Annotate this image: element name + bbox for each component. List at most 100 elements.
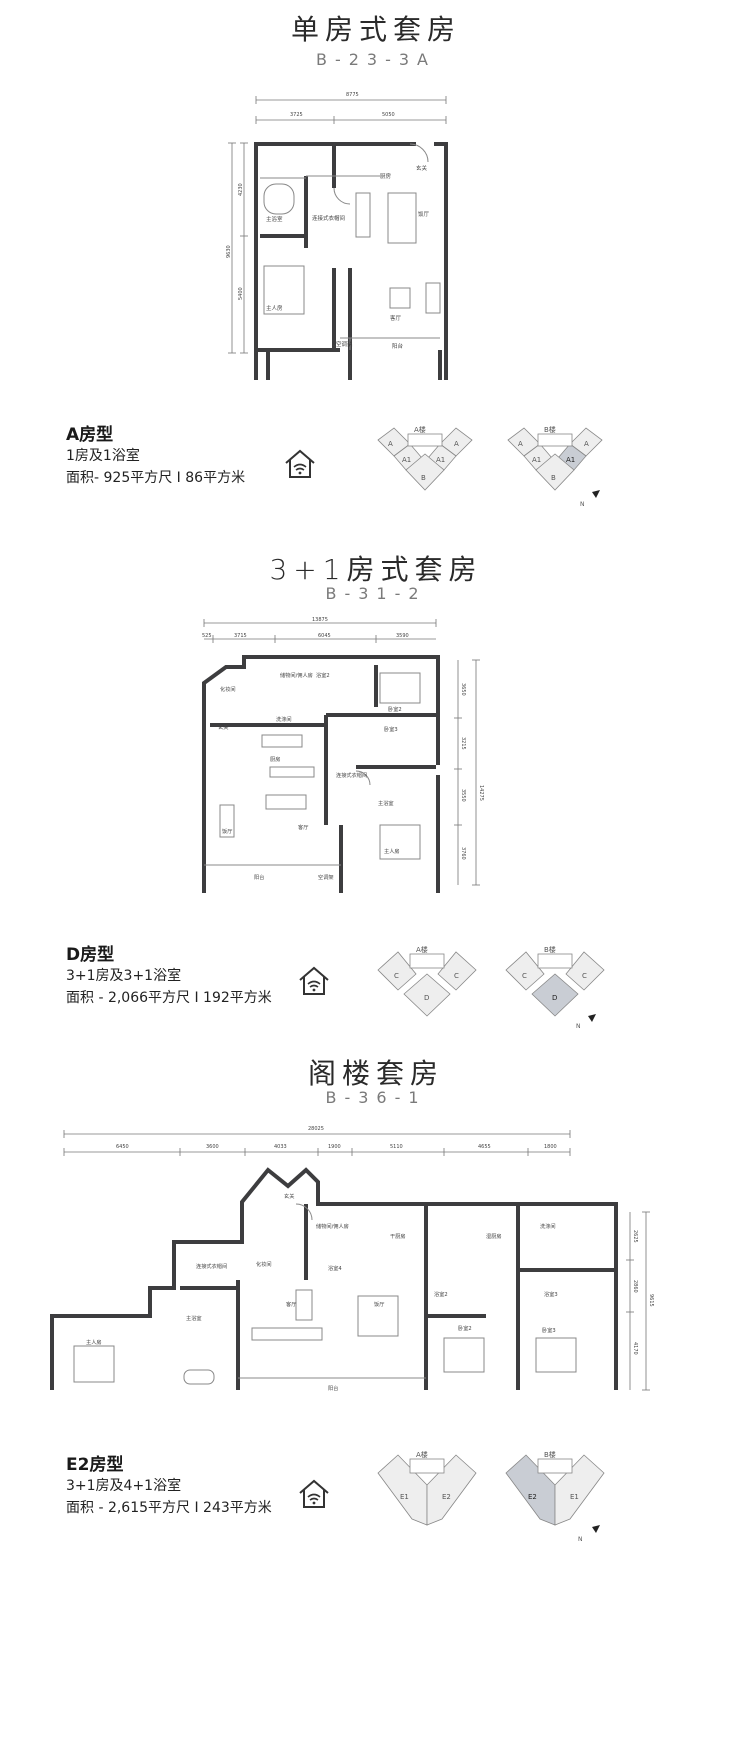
room-bed3: 卧室3: [384, 725, 398, 733]
keyplan-d-tower-b: B楼 C C D N: [500, 940, 610, 1034]
room-bath4: 浴室4: [328, 1264, 342, 1272]
room-laundry: 洗涤间: [540, 1222, 556, 1230]
floorplan-e2: 28025 6450 3600 4033 1900 5110 4655 1800…: [46, 1120, 656, 1420]
room-bed2: 卧室2: [388, 705, 402, 713]
dim-total: 8775: [346, 92, 359, 98]
smart-home-wifi-icon: [297, 1478, 331, 1514]
section-title-3: 阁楼套房: [307, 1057, 444, 1090]
dim-side-top: 4230: [238, 183, 244, 196]
room-dining: 饭厅: [222, 827, 232, 835]
room-master-bed: 主人房: [266, 304, 283, 312]
room-powder: 化妆间: [256, 1260, 272, 1268]
room-walk-in: 连接式衣帽间: [336, 771, 367, 779]
room-master-bath: 主浴室: [186, 1314, 202, 1322]
dim-d3: 6045: [318, 633, 331, 639]
room-balcony: 阳台: [254, 873, 264, 881]
unit-rooms-e2: 3+1房及4+1浴室: [66, 1478, 182, 1494]
section-code-3: B-36-1: [325, 1088, 427, 1107]
keyplan-label: B楼: [544, 1450, 556, 1459]
keyplan-cell: A: [388, 440, 393, 448]
keyplan-label: B楼: [544, 945, 556, 954]
section-code-2: B-31-2: [325, 584, 427, 603]
room-entry: 玄关: [284, 1192, 294, 1200]
keyplan-cell: B: [421, 474, 426, 482]
keyplan-cell: A: [584, 440, 589, 448]
keyplan-cell-highlight: D: [552, 994, 557, 1002]
keyplan-cell: E2: [442, 1493, 451, 1501]
keyplan-label: B楼: [544, 425, 556, 434]
keyplan-a-tower-a: A楼 A A1 A1 A B: [370, 420, 480, 504]
room-walk-in: 连接式衣帽间: [196, 1262, 227, 1270]
room-bed2: 卧室2: [458, 1324, 472, 1332]
smart-home-wifi-icon: [297, 965, 331, 1001]
dim-d2: 3600: [206, 1144, 219, 1150]
room-entry: 玄关: [416, 164, 428, 172]
dim-s3: 4170: [632, 1342, 638, 1355]
north-arrow-icon: [588, 1014, 596, 1022]
unit-area-e2: 面积 - 2,615平方尺 I 243平方米: [66, 1500, 272, 1516]
dim-d3: 4033: [274, 1144, 287, 1150]
room-walk-in: 连接式衣帽间: [312, 214, 345, 222]
unit-name-d: D房型: [66, 945, 115, 965]
room-ac: 空调架: [318, 873, 334, 881]
room-kitchen: 厨房: [270, 755, 280, 763]
room-balcony: 阳台: [328, 1384, 338, 1392]
room-master-bed: 主人房: [86, 1338, 102, 1346]
dim-total: 28025: [308, 1126, 324, 1132]
keyplan-cell: A1: [436, 456, 445, 464]
room-dry-kitchen: 干厨房: [390, 1232, 406, 1240]
dim-d4: 3590: [396, 633, 409, 639]
keyplan-cell: A1: [532, 456, 541, 464]
unit-name-e2: E2房型: [66, 1455, 124, 1475]
north-label: N: [580, 501, 585, 508]
unit-area-a: 面积- 925平方尺 I 86平方米: [66, 470, 246, 486]
keyplan-cell: E1: [570, 1493, 579, 1501]
room-dining: 饭厅: [374, 1300, 384, 1308]
keyplan-cell: C: [522, 972, 527, 980]
dim-side-total: 9615: [648, 1294, 654, 1307]
dim-d1: 6450: [116, 1144, 129, 1150]
section-code-1: B-23-3A: [315, 50, 436, 69]
room-powder: 化妆间: [220, 685, 236, 693]
keyplan-label: A楼: [414, 425, 426, 434]
room-bed3: 卧室3: [542, 1326, 556, 1334]
dim-s2: 3215: [460, 737, 466, 750]
keyplan-cell: D: [424, 994, 429, 1002]
dim-side-bottom: 5400: [238, 287, 244, 300]
dim-d6: 4655: [478, 1144, 491, 1150]
keyplan-d-tower-a: A楼 C C D: [372, 940, 482, 1024]
keyplan-e2-tower-a: A楼 E1 E2: [372, 1445, 482, 1539]
room-bath2: 浴室2: [316, 671, 330, 679]
dim-s1: 3650: [460, 683, 466, 696]
keyplan-cell: A1: [402, 456, 411, 464]
unit-rooms-d: 3+1房及3+1浴室: [66, 968, 182, 984]
room-master-bath: 主浴室: [266, 215, 283, 223]
keyplan-cell-highlight: A1: [566, 456, 575, 464]
dim-s2: 2860: [632, 1280, 638, 1293]
room-living: 客厅: [298, 823, 308, 831]
keyplan-label: A楼: [416, 945, 428, 954]
room-dining: 饭厅: [418, 210, 430, 218]
north-label: N: [578, 1536, 583, 1543]
dim-side-total: 9630: [226, 245, 232, 258]
dim-side-total: 14275: [478, 785, 484, 801]
room-ac: 空调架: [336, 340, 353, 348]
smart-home-wifi-icon: [283, 448, 317, 484]
dim-d1: 525: [202, 633, 212, 639]
dim-d7: 1800: [544, 1144, 557, 1150]
section-title-2: 3+1房式套房: [269, 553, 483, 586]
keyplan-cell: A: [518, 440, 523, 448]
room-bath2: 浴室2: [434, 1290, 448, 1298]
keyplan-cell: C: [454, 972, 459, 980]
unit-rooms-a: 1房及1浴室: [66, 448, 140, 464]
north-arrow-icon: [592, 1525, 600, 1533]
room-store: 储物间/佣人房: [316, 1222, 349, 1230]
dim-d4: 1900: [328, 1144, 341, 1150]
keyplan-cell: C: [582, 972, 587, 980]
room-wet-kitchen: 湿厨房: [486, 1232, 502, 1240]
room-master-bath: 主浴室: [378, 799, 394, 807]
keyplan-cell-highlight: E2: [528, 1493, 537, 1501]
room-balcony: 阳台: [392, 342, 404, 350]
keyplan-e2-tower-b: B楼 E2 E1 N: [500, 1445, 610, 1549]
room-laundry: 洗涤间: [276, 715, 292, 723]
